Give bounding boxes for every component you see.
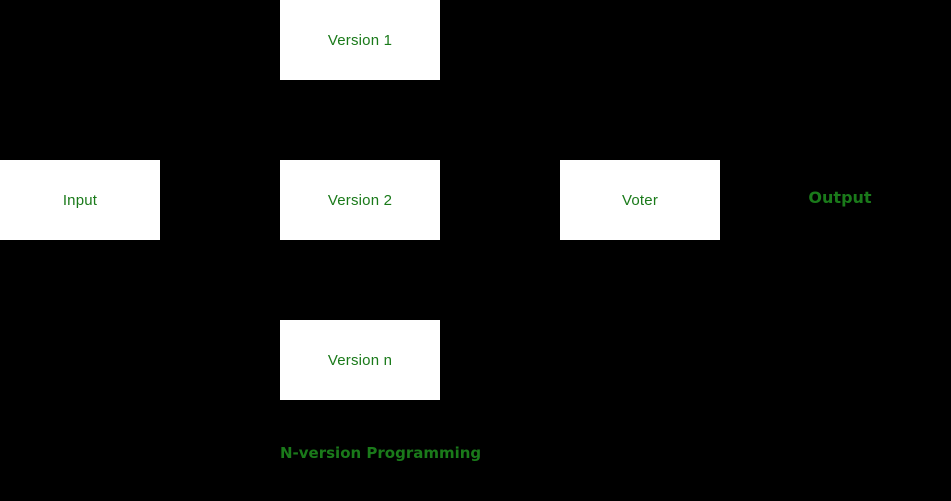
edge-version-n-to-voter (440, 195, 560, 361)
node-version-1[interactable]: Version 1 (280, 0, 440, 80)
node-version-n-label: Version n (327, 351, 393, 369)
node-voter-label: Voter (621, 191, 659, 209)
edge-version-1-to-voter (440, 39, 560, 205)
node-input-label: Input (62, 191, 98, 209)
node-output-label: Output (808, 188, 872, 207)
diagram-title: N-version Programming (280, 444, 482, 462)
edge-input-to-version-1 (160, 35, 280, 201)
node-version-2-label: Version 2 (327, 191, 393, 209)
edge-input-to-version-n (160, 199, 280, 365)
node-voter[interactable]: Voter (560, 160, 720, 240)
node-input[interactable]: Input (0, 160, 160, 240)
node-version-1-label: Version 1 (327, 31, 393, 49)
node-version-n[interactable]: Version n (280, 320, 440, 400)
node-version-2[interactable]: Version 2 (280, 160, 440, 240)
